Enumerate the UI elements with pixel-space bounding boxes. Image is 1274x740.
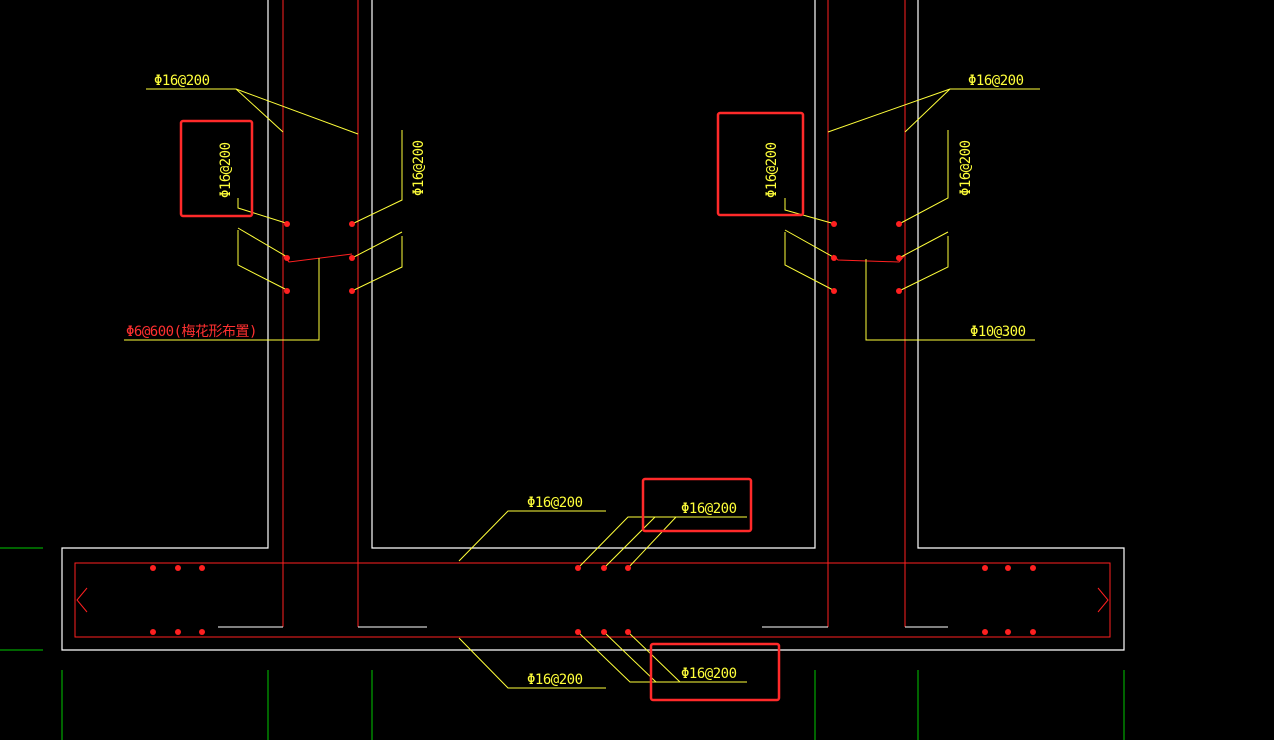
rebar-dot <box>1030 565 1036 571</box>
concrete-outline <box>61 0 1125 651</box>
label-left-vertical-bar-inner: Φ16@200 <box>411 140 427 196</box>
rebar-dot <box>896 221 902 227</box>
rebar-dot <box>349 288 355 294</box>
rebar-dot <box>284 255 290 261</box>
label-right-tie: Φ10@300 <box>970 324 1026 340</box>
rebar-dot <box>831 221 837 227</box>
rebar-dot <box>831 255 837 261</box>
label-slab-top-highlight: Φ16@200 <box>681 501 737 517</box>
grid-lines <box>0 547 1125 740</box>
rebar-dot <box>175 565 181 571</box>
label-slab-bottom-leader: Φ16@200 <box>527 672 583 688</box>
label-left-vertical-bar-outer: Φ16@200 <box>218 142 234 198</box>
rebar-dot <box>284 221 290 227</box>
label-left-horizontal-bar: Φ16@200 <box>154 73 210 89</box>
rebar-dot <box>625 629 631 635</box>
highlight-box-slab-bottom <box>649 642 781 702</box>
rebar-dot <box>199 565 205 571</box>
rebar-dot <box>175 629 181 635</box>
rebar-dot <box>1030 629 1036 635</box>
highlight-box-left-wall <box>179 119 254 218</box>
left-tie-bar <box>282 253 353 263</box>
label-right-horizontal-bar: Φ16@200 <box>968 73 1024 89</box>
rebar-dot <box>150 629 156 635</box>
rebar-dot <box>982 629 988 635</box>
rebar-dot <box>1005 629 1011 635</box>
rebar-dot <box>601 565 607 571</box>
highlight-box-right-wall <box>716 111 805 217</box>
slab-rebar-cage <box>74 562 1111 638</box>
label-slab-top-leader: Φ16@200 <box>527 495 583 511</box>
slab-right-end-hook <box>1097 587 1109 613</box>
rebar-dot <box>982 565 988 571</box>
label-right-vertical-bar-inner: Φ16@200 <box>958 140 974 196</box>
rebar-dot <box>831 288 837 294</box>
highlight-boxes <box>179 111 805 702</box>
right-tie-bar <box>832 254 906 263</box>
rebar-dot <box>199 629 205 635</box>
slab-left-end-hook <box>76 587 88 613</box>
rebar-dot <box>575 629 581 635</box>
leader-lines <box>124 88 1040 689</box>
highlight-box-slab-top <box>641 477 753 533</box>
label-slab-bottom-highlight: Φ16@200 <box>681 666 737 682</box>
rebar-dot <box>150 565 156 571</box>
rebar-dot <box>284 288 290 294</box>
rebar-dot <box>625 565 631 571</box>
rebar-dot <box>575 565 581 571</box>
label-right-vertical-bar-outer: Φ16@200 <box>764 142 780 198</box>
rebar-dot <box>896 255 902 261</box>
rebar-dots <box>150 221 1036 635</box>
rebar-dot <box>896 288 902 294</box>
annotation-labels: Φ16@200 Φ16@200 Φ16@200 Φ6@600(梅花形布置) Φ1… <box>126 73 1026 688</box>
rebar-dot <box>349 221 355 227</box>
rebar-dot <box>349 255 355 261</box>
rebar-dot <box>1005 565 1011 571</box>
rebar-dot <box>601 629 607 635</box>
label-left-tie: Φ6@600(梅花形布置) <box>126 324 257 340</box>
rebar-lines <box>74 0 1111 638</box>
